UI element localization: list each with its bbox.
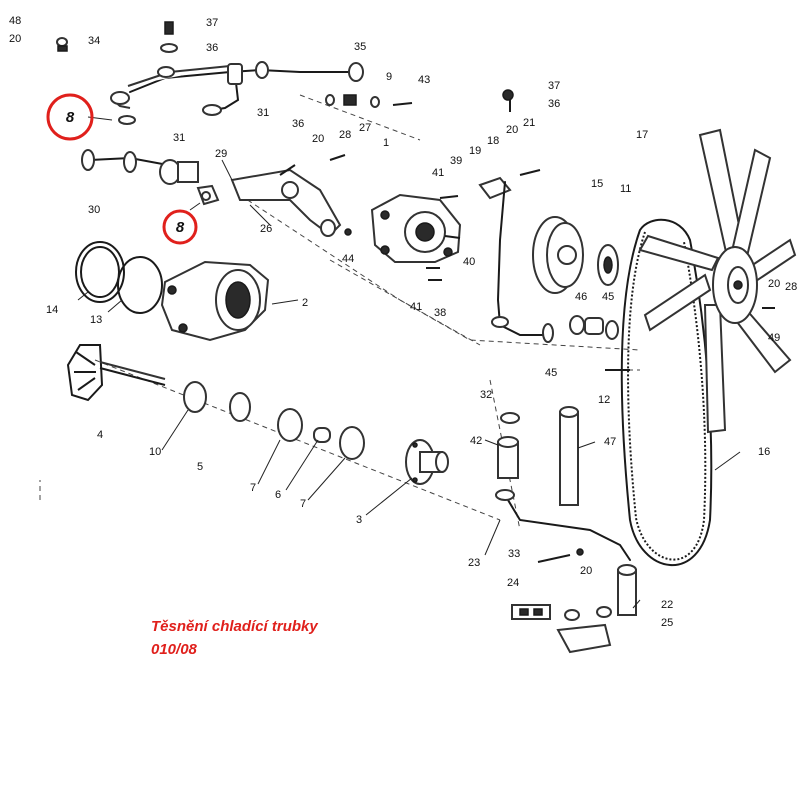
outlet-pipe-18	[478, 89, 554, 343]
fan-and-belt	[620, 128, 797, 566]
part-label: 44	[342, 253, 354, 265]
part-label: 45	[545, 367, 557, 379]
part-label: 12	[598, 394, 610, 406]
part-label: 20	[580, 565, 592, 577]
part-label: 49	[768, 332, 780, 344]
part-label: 39	[450, 155, 462, 167]
part-label: 10	[149, 446, 161, 458]
part-label: 29	[215, 148, 227, 160]
nuts-and-bolts-row	[325, 94, 413, 161]
part-label: 23	[468, 557, 480, 569]
part-label: 43	[418, 74, 430, 86]
fan-blades	[638, 128, 797, 434]
part-label: 14	[46, 304, 58, 316]
part-label: 2	[302, 297, 308, 309]
cooling-pipe-upper	[110, 61, 364, 116]
seal-rings-13-14	[75, 241, 163, 314]
part-label: 36	[548, 98, 560, 110]
part-label: 36	[292, 118, 304, 130]
small-fasteners-top-left	[56, 21, 178, 53]
part-label: 13	[90, 314, 102, 326]
hose-clamps	[569, 315, 630, 371]
gasket-part-8-lower	[189, 184, 220, 211]
part-label: 15	[591, 178, 603, 190]
part-label: 22	[661, 599, 673, 611]
part-label: 37	[206, 17, 218, 29]
part-label: 4	[97, 429, 103, 441]
part-label: 46	[575, 291, 587, 303]
part-label: 31	[173, 132, 185, 144]
part-label: 41	[410, 301, 422, 313]
callout-highlight-upper	[46, 93, 94, 141]
impeller-shaft	[66, 344, 166, 402]
part-label: 34	[88, 35, 100, 47]
lower-hoses	[495, 406, 637, 616]
pump-bolts	[344, 195, 459, 281]
leader-lines	[77, 159, 741, 609]
bearing-stack	[183, 381, 365, 460]
part-label: 37	[548, 80, 560, 92]
part-label: 42	[470, 435, 482, 447]
part-label: 3	[356, 514, 362, 526]
part-label: 28	[785, 281, 797, 293]
part-label: 32	[480, 389, 492, 401]
part-label: 48	[9, 15, 21, 27]
part-label: 18	[487, 135, 499, 147]
part-label: 26	[260, 223, 272, 235]
coolant-pipe-left	[81, 149, 199, 185]
callout-number-upper: 8	[66, 109, 75, 126]
part-caption: Těsnění chladící trubky 010/08	[151, 615, 411, 661]
part-label: 11	[620, 183, 631, 195]
part-label: 28	[339, 129, 351, 141]
caption-part-name: Těsnění chladící trubky	[151, 618, 318, 635]
pump-hub-flange	[405, 439, 449, 485]
part-label: 7	[300, 498, 306, 510]
part-label: 6	[275, 489, 281, 501]
part-label: 24	[507, 577, 519, 589]
part-label: 47	[604, 436, 616, 448]
thermostat-housing	[160, 260, 270, 342]
part-label: 16	[758, 446, 770, 458]
part-label: 17	[636, 129, 648, 141]
lower-flange-24-25	[511, 604, 612, 654]
part-label: 45	[602, 291, 614, 303]
part-label: 21	[523, 117, 535, 129]
part-label: 30	[88, 204, 100, 216]
part-number-labels: 48 20 34 37 36 35 9 43 31 36 20 28 27 1 …	[9, 15, 797, 629]
part-label: 1	[383, 137, 389, 149]
drive-pulley	[532, 216, 619, 294]
part-label: 20	[506, 124, 518, 136]
part-label: 19	[469, 145, 481, 157]
part-label: 9	[386, 71, 392, 83]
part-label: 33	[508, 548, 520, 560]
part-label: 5	[197, 461, 203, 473]
part-label: 38	[434, 307, 446, 319]
part-label: 41	[432, 167, 444, 179]
part-label: 25	[661, 617, 673, 629]
part-label: 36	[206, 42, 218, 54]
part-label: 20	[312, 133, 324, 145]
part-label: 35	[354, 41, 366, 53]
part-label: 31	[257, 107, 269, 119]
callout-highlight-lower	[162, 209, 198, 245]
water-manifold-26	[230, 164, 342, 237]
part-label: 27	[359, 122, 371, 134]
caption-part-code: 010/08	[151, 641, 197, 658]
part-label: 20	[9, 33, 21, 45]
callout-number-lower: 8	[176, 219, 185, 236]
part-label: 40	[463, 256, 475, 268]
part-label: 7	[250, 482, 256, 494]
water-pump-housing	[370, 193, 462, 263]
part-label: 20	[768, 278, 780, 290]
gasket-part-8-upper	[87, 115, 136, 125]
